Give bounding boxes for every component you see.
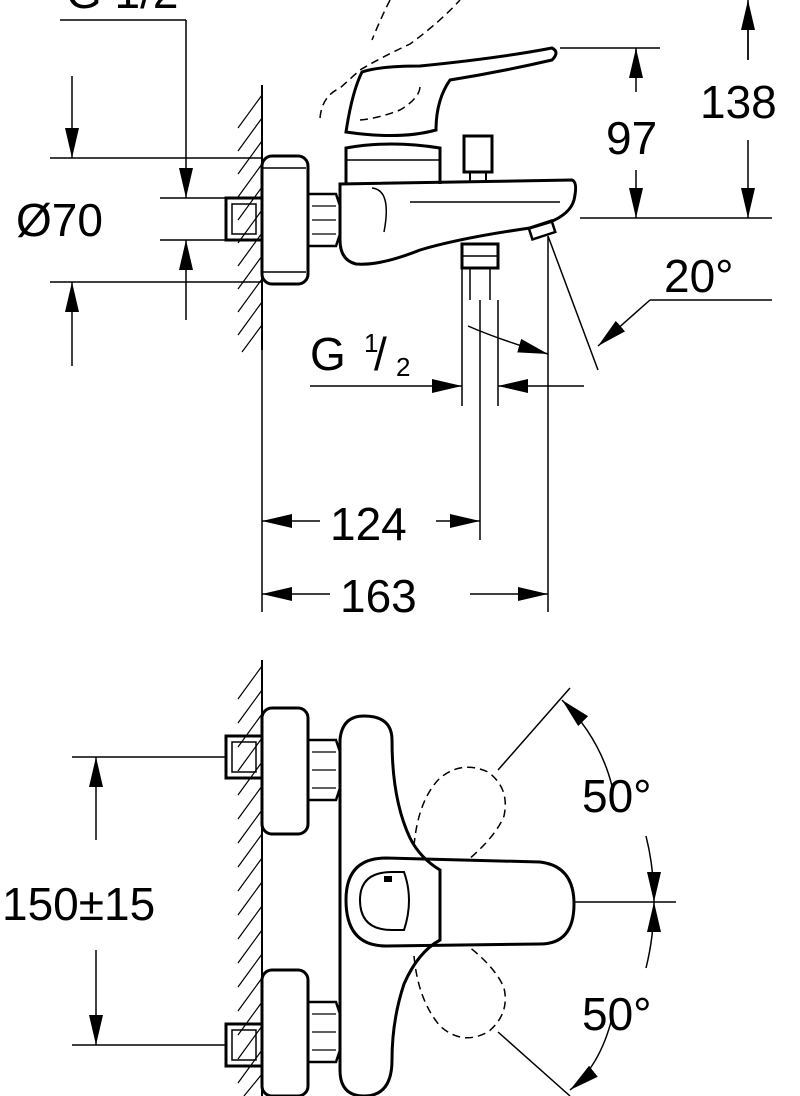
lever-alt-position: [319, 0, 461, 119]
label-thread-num: 1: [364, 328, 378, 358]
side-view: [224, 0, 578, 353]
label-50-lower: 50°: [582, 988, 652, 1040]
mixer-body: [338, 178, 578, 266]
rosette-upper: [260, 706, 310, 836]
lever-rotated-up: [413, 766, 506, 861]
side-view-dimensions: [50, 0, 772, 612]
label-138: 138: [700, 76, 777, 128]
wall-hatching-front: [237, 665, 263, 1096]
label-150-15: 150±15: [2, 878, 155, 930]
label-124: 124: [330, 498, 407, 550]
diverter-knob: [462, 134, 494, 174]
cartridge-housing: [344, 142, 442, 184]
mixer-body-front: [338, 714, 442, 1096]
label-20-degree: 20°: [664, 250, 734, 302]
front-view-dimensions: [72, 687, 676, 1096]
label-thread-g: G: [310, 328, 346, 380]
lever-front: [344, 856, 576, 948]
wall-hatching: [237, 94, 263, 353]
label-top-partial: G 1/2: [66, 0, 179, 18]
label-50-upper: 50°: [582, 770, 652, 822]
label-163: 163: [340, 570, 417, 622]
label-thread-den: 2: [396, 352, 410, 382]
supply-nipple: [224, 196, 264, 242]
label-97: 97: [606, 112, 657, 164]
lever-handle: [344, 46, 558, 138]
labels: G 1/2 Ø70 138 97 20° G 1 / 2 124 163 150…: [2, 0, 777, 1040]
label-thread-slash: /: [374, 328, 387, 380]
rosette-lower: [260, 968, 310, 1096]
front-view: [224, 660, 576, 1096]
spout-aerator: [527, 219, 557, 241]
label-diameter: Ø70: [16, 194, 103, 246]
lever-rotated-down: [413, 945, 506, 1039]
rosette: [260, 154, 310, 286]
